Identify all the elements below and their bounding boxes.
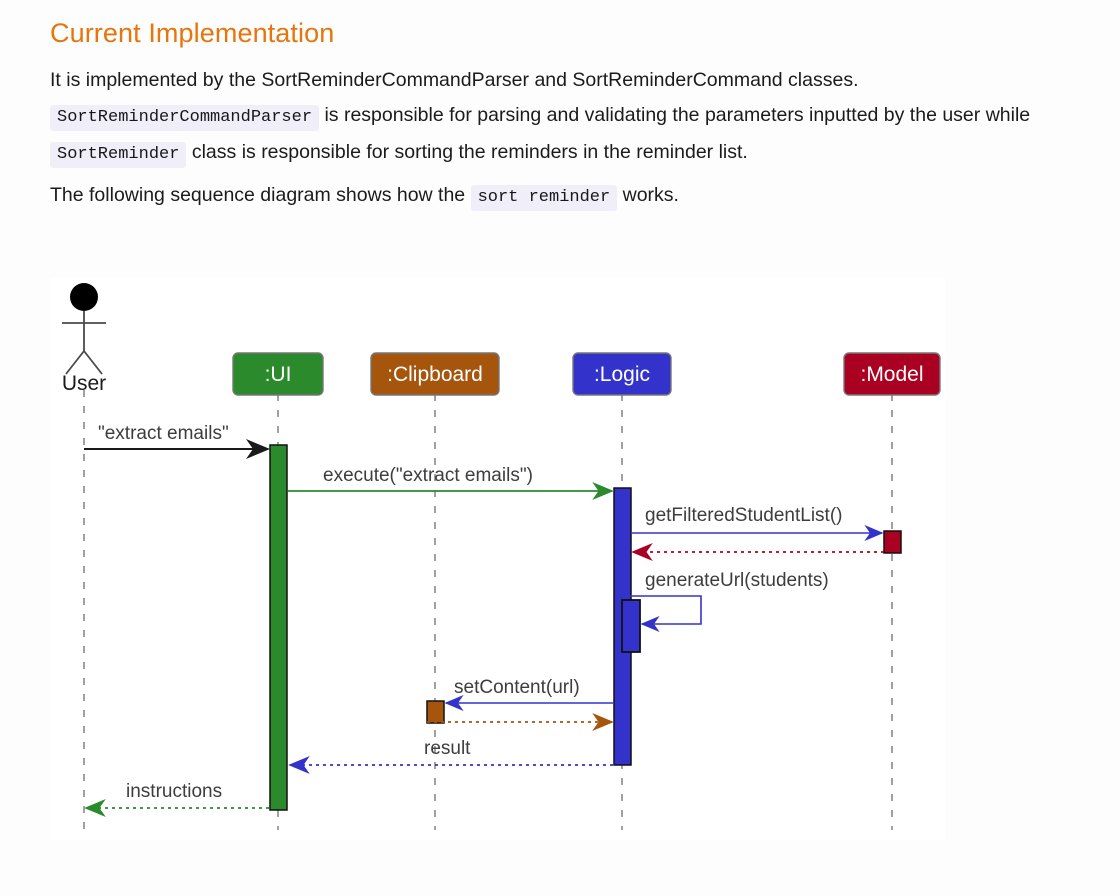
message-get-filtered-student-list-label: getFilteredStudentList() bbox=[645, 505, 843, 526]
message-execute-extract-emails: execute("extract emails") bbox=[288, 465, 614, 500]
message-generate-url-arrow bbox=[628, 595, 702, 632]
actor-left-leg-line bbox=[65, 350, 85, 375]
actor-head-icon bbox=[70, 283, 98, 311]
document-body: Current Implementation It is implemented… bbox=[50, 0, 1090, 215]
message-instructions-label: instructions bbox=[126, 781, 222, 802]
paragraph-sequence-diagram: The following sequence diagram shows how… bbox=[50, 178, 1065, 215]
participant-model-box[interactable] bbox=[843, 352, 941, 396]
page-title: Current Implementation bbox=[50, 18, 335, 48]
lifelines bbox=[83, 390, 893, 830]
actor-right-leg-line bbox=[83, 350, 103, 375]
actor-label: User bbox=[62, 372, 106, 395]
participant-clipboard-box[interactable] bbox=[370, 352, 500, 396]
participant-logic-label: :Logic bbox=[594, 363, 650, 386]
participant-ui-box[interactable] bbox=[232, 352, 324, 396]
activation-bar-ui bbox=[269, 444, 288, 811]
message-result-label: result bbox=[424, 738, 471, 759]
message-instructions: instructions bbox=[84, 781, 269, 817]
paragraph2-seg1: The following sequence diagram shows how… bbox=[50, 184, 466, 206]
message-execute-extract-emails-label: execute("extract emails") bbox=[323, 465, 533, 486]
paragraph2-seg2: works. bbox=[622, 184, 679, 206]
message-generate-url-label: generateUrl(students) bbox=[645, 570, 829, 591]
code-sort-reminder: sort reminder bbox=[470, 185, 618, 211]
participant-clipboard[interactable]: :Clipboard bbox=[370, 352, 500, 396]
message-set-content: setContent(url) bbox=[444, 677, 613, 711]
paragraph1-seg2: is responsible for parsing and validatin… bbox=[324, 104, 1031, 126]
message-generate-url: generateUrl(students) bbox=[628, 570, 829, 632]
participant-model[interactable]: :Model bbox=[843, 352, 941, 396]
participant-ui-label: :UI bbox=[265, 363, 292, 386]
message-result: result bbox=[288, 738, 613, 774]
code-sortreminder: SortReminder bbox=[50, 142, 187, 168]
message-set-content-label: setContent(url) bbox=[454, 677, 580, 698]
participant-ui[interactable]: :UI bbox=[232, 352, 324, 396]
sequence-diagram-svg: User :UI :Clipboard :Logic :Model bbox=[62, 283, 941, 830]
actor-user: User bbox=[62, 283, 106, 395]
sequence-diagram: User :UI :Clipboard :Logic :Model bbox=[50, 278, 945, 840]
participant-logic-box[interactable] bbox=[572, 352, 672, 396]
participant-model-label: :Model bbox=[860, 363, 923, 386]
paragraph1-seg1: It is implemented by the SortReminderCom… bbox=[50, 69, 859, 91]
activation-bar-model bbox=[883, 530, 902, 554]
activation-bar-clipboard bbox=[426, 700, 445, 724]
message-get-filtered-student-list: getFilteredStudentList() bbox=[632, 505, 884, 541]
participant-logic[interactable]: :Logic bbox=[572, 352, 672, 396]
activation-bar-logic-nested bbox=[621, 599, 641, 653]
participant-clipboard-label: :Clipboard bbox=[387, 363, 483, 386]
paragraph1-seg3: class is responsible for sorting the rem… bbox=[191, 141, 748, 163]
message-extract-emails-label: "extract emails" bbox=[98, 423, 229, 444]
code-sortremindercommandparser: SortReminderCommandParser bbox=[50, 105, 320, 131]
message-extract-emails: "extract emails" bbox=[84, 423, 270, 459]
paragraph-implementation: It is implemented by the SortReminderCom… bbox=[50, 63, 1065, 172]
